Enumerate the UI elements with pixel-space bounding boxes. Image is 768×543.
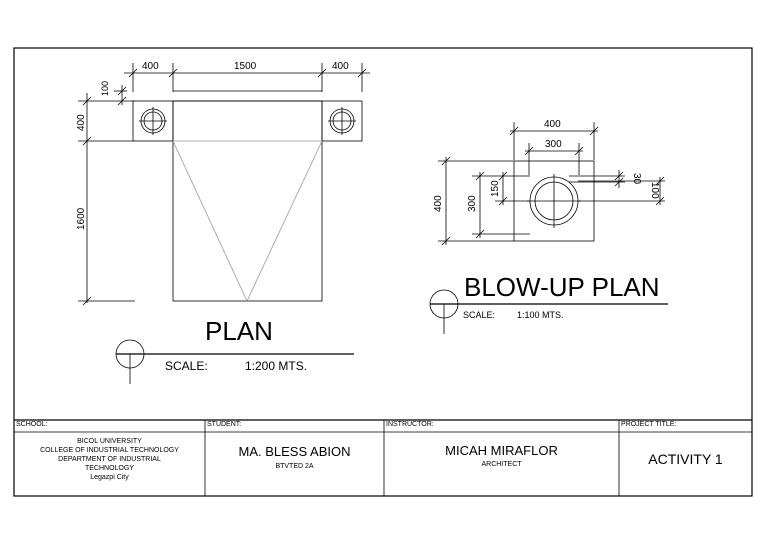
school-line-2: COLLEGE OF INDUSTRIAL TECHNOLOGY: [40, 447, 179, 454]
blowup-title: BLOW-UP PLAN: [464, 272, 660, 302]
blowup-dim-h150: 150: [490, 180, 501, 197]
school-line-1: BICOL UNIVERSITY: [77, 438, 142, 445]
roof-lines: [172, 140, 323, 302]
plan-dim-top-mid: 1500: [234, 61, 257, 72]
plan-drawing: [78, 63, 370, 384]
blowup-dim-w400: 400: [544, 119, 561, 130]
blowup-drawing: [429, 122, 668, 334]
plan-scale-label: SCALE:: [165, 359, 208, 373]
blowup-dim-h300: 300: [467, 195, 478, 212]
student-name: MA. BLESS ABION: [238, 444, 351, 459]
student-header: STUDENT:: [207, 421, 242, 428]
blowup-dim-w300: 300: [545, 139, 562, 150]
school-line-5: Legazpi City: [90, 474, 129, 481]
student-section: BTVTED 2A: [275, 463, 314, 470]
plan-title: PLAN: [205, 316, 273, 346]
plan-scale-value: 1:200 MTS.: [245, 359, 308, 373]
instructor-name: MICAH MIRAFLOR: [445, 443, 558, 458]
plan-dim-top-right: 400: [332, 61, 349, 72]
school-line-3: DEPARTMENT OF INDUSTRIAL: [58, 456, 161, 463]
plan-body: [172, 100, 323, 302]
project-title: ACTIVITY 1: [648, 451, 723, 467]
sheet-border: [13, 47, 753, 497]
plan-dim-top-left: 400: [142, 61, 159, 72]
school-header: SCHOOL:: [16, 421, 48, 428]
plan-dim-side-400: 400: [76, 114, 87, 131]
project-header: PROJECT TITLE:: [621, 421, 677, 428]
instructor-role: ARCHITECT: [481, 461, 522, 468]
blowup-scale-label: SCALE:: [463, 310, 496, 320]
plan-dim-side-100: 100: [100, 80, 110, 96]
blowup-dim-r30: 30: [631, 173, 642, 185]
blowup-dim-h400: 400: [433, 195, 444, 212]
instructor-header: INSTRUCTOR:: [386, 421, 434, 428]
blowup-scale-value: 1:100 MTS.: [517, 310, 564, 320]
plan-dim-side-1600: 1600: [76, 207, 87, 230]
blowup-dim-r100: 100: [649, 182, 660, 199]
school-info: BICOL UNIVERSITY COLLEGE OF INDUSTRIAL T…: [14, 437, 205, 482]
school-line-4: TECHNOLOGY: [84, 465, 134, 472]
